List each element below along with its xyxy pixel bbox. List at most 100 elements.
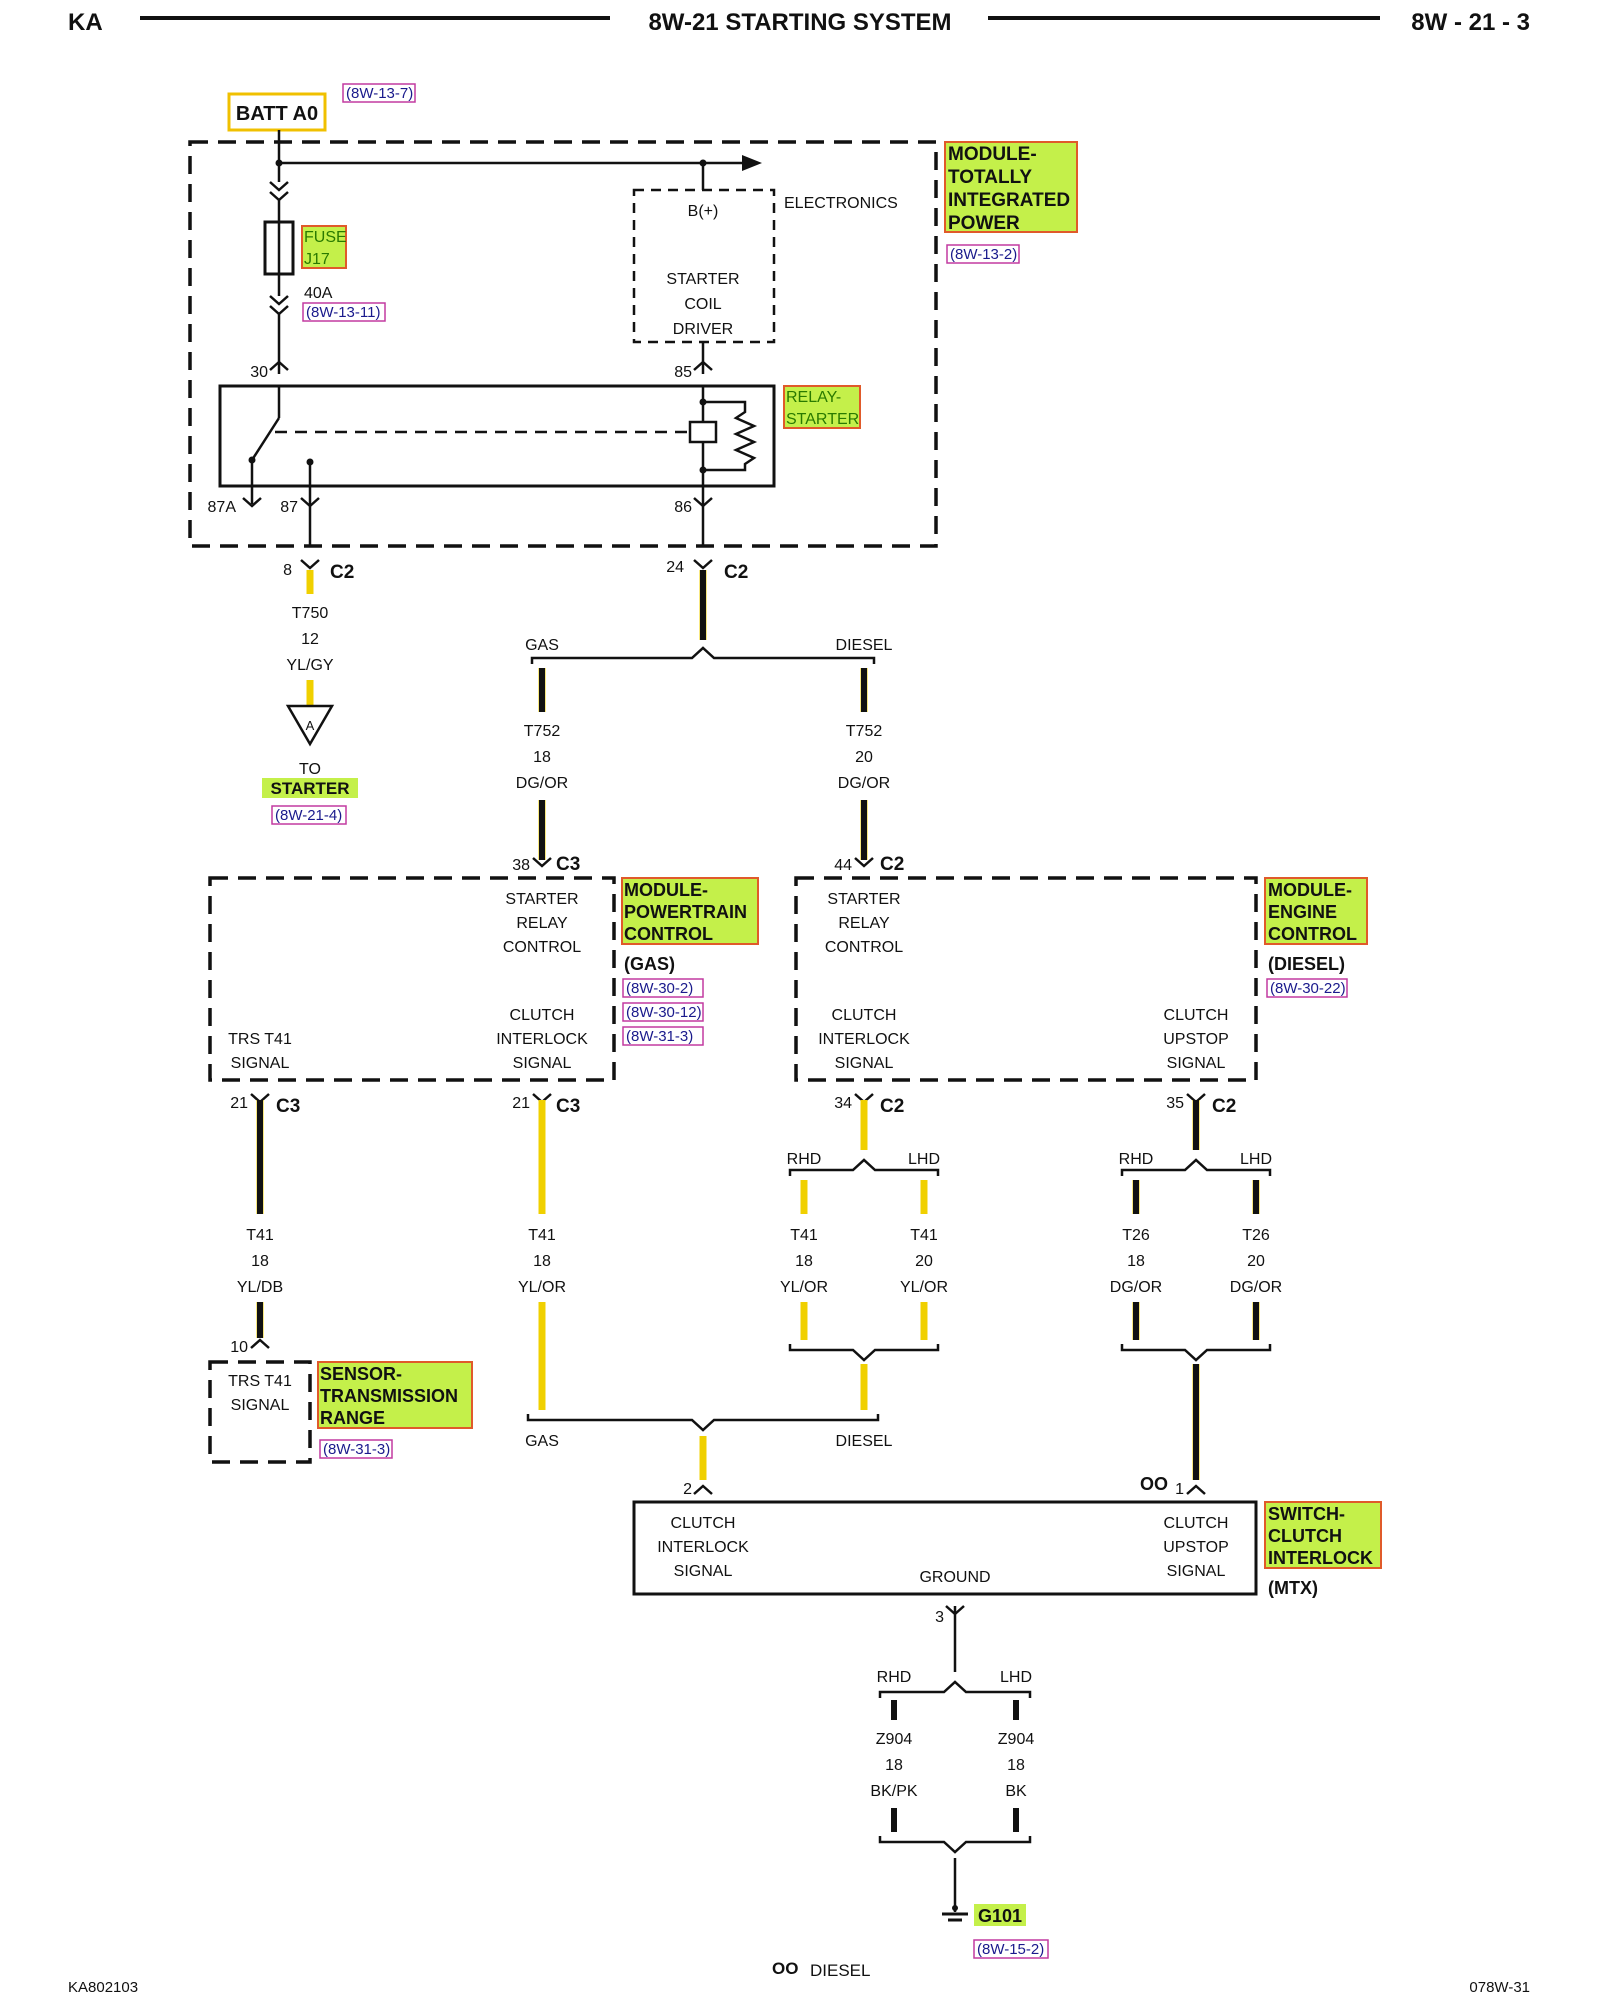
- t41-ydb-circuit: T41: [246, 1227, 274, 1244]
- pcm-pin-21b: 21: [512, 1095, 530, 1112]
- ecm-ref[interactable]: (8W-30-22): [1270, 980, 1346, 997]
- t26-lhd-gauge: 20: [1247, 1253, 1265, 1270]
- off-page-connector-icon: [285, 704, 335, 747]
- ecm-upstop-1: CLUTCH: [1164, 1007, 1229, 1024]
- tipm-name-3: INTEGRATED: [948, 190, 1070, 211]
- splice-bracket: [878, 1680, 1032, 1698]
- fuse-label: FUSE: [304, 229, 347, 246]
- t41-lhd-color: YL/OR: [900, 1279, 948, 1296]
- switch-name-3: INTERLOCK: [1268, 1548, 1373, 1568]
- t41-lhd-gauge: 20: [915, 1253, 933, 1270]
- pin-chevron-icon: [242, 497, 262, 508]
- batt-label: BATT A0: [236, 103, 318, 125]
- t752-diesel-circuit: T752: [846, 723, 883, 740]
- pcm-clutch-circuit: 21 C3 T41 18 YL/OR: [512, 1093, 580, 1410]
- relay-control-split: 24 C2 GAS DIESEL T752 18 DG/OR T752 20 D…: [516, 559, 893, 868]
- splice-bracket: [788, 1344, 940, 1362]
- ecm-upstop-2: UPSTOP: [1163, 1031, 1229, 1048]
- bplus-label: B(+): [688, 203, 719, 220]
- t41-rhd-color: YL/OR: [780, 1279, 828, 1296]
- t26-rhd-color: DG/OR: [1110, 1279, 1162, 1296]
- t752-diesel-color: DG/OR: [838, 775, 890, 792]
- starter-label: STARTER: [270, 779, 349, 798]
- ecm-clutch-1: CLUTCH: [832, 1007, 897, 1024]
- switch-pin-3: 3: [935, 1609, 944, 1626]
- pcm-pin-21a: 21: [230, 1095, 248, 1112]
- header-right: 8W - 21 - 3: [1411, 9, 1530, 36]
- t41-ydb-gauge: 18: [251, 1253, 269, 1270]
- pcm-ref-3[interactable]: (8W-31-3): [626, 1028, 693, 1045]
- ecm-upstop-circuit: 35 C2 RHD LHD T26 18 DG/OR T26 20 DG/OR: [1110, 1093, 1282, 1480]
- switch-upstop-1: CLUTCH: [1164, 1515, 1229, 1532]
- t750-circuit: T750: [292, 605, 329, 622]
- t750-color: YL/GY: [286, 657, 333, 674]
- pin-87: 87: [280, 499, 298, 516]
- splice-bracket: [530, 646, 876, 664]
- t41-gas-gauge: 18: [533, 1253, 551, 1270]
- t41-rhd-gauge: 18: [795, 1253, 813, 1270]
- driver-line-3: DRIVER: [673, 321, 733, 338]
- relay-label-1: RELAY-: [786, 389, 841, 406]
- switch-name-1: SWITCH-: [1268, 1504, 1345, 1524]
- ecm-clutch-3: SIGNAL: [835, 1055, 894, 1072]
- split35-rhd: RHD: [1119, 1151, 1154, 1168]
- merge-diesel: DIESEL: [836, 1433, 893, 1450]
- z904-rhd-circuit: Z904: [876, 1731, 913, 1748]
- pcm-ref-2[interactable]: (8W-30-12): [626, 1004, 702, 1021]
- relay-label-2: STARTER: [786, 411, 859, 428]
- tipm-name-2: TOTALLY: [948, 167, 1032, 188]
- t752-diesel-gauge: 20: [855, 749, 873, 766]
- pcm-ref-1[interactable]: (8W-30-2): [626, 980, 693, 997]
- ecm-upstop-3: SIGNAL: [1167, 1055, 1226, 1072]
- pcm-conn-38: C3: [556, 854, 580, 875]
- fuse-ref[interactable]: (8W-13-11): [306, 304, 380, 321]
- pin-chevron-icon: [532, 857, 552, 868]
- t26-lhd-color: DG/OR: [1230, 1279, 1282, 1296]
- pcm-clutch-1: CLUTCH: [510, 1007, 575, 1024]
- t41-ydb-color: YL/DB: [237, 1279, 283, 1296]
- pin-86: 86: [674, 499, 692, 516]
- ecm-relay-ctrl-3: CONTROL: [825, 939, 903, 956]
- pcm-name-1: MODULE-: [624, 880, 708, 900]
- pin-chevron-icon: [269, 360, 289, 371]
- ground-ref[interactable]: (8W-15-2): [977, 1941, 1044, 1958]
- c2-pin-24: 24: [666, 559, 684, 576]
- fuse-id: J17: [304, 251, 330, 268]
- clutch-merge: GAS DIESEL: [525, 1414, 893, 1480]
- switch-upstop-2: UPSTOP: [1163, 1539, 1229, 1556]
- ecm-name-2: ENGINE: [1268, 902, 1337, 922]
- sensor-name-2: TRANSMISSION: [320, 1386, 458, 1406]
- tipm-name-4: POWER: [948, 213, 1020, 234]
- sensor-ref[interactable]: (8W-31-3): [323, 1441, 390, 1458]
- relay-switch-icon: [250, 417, 281, 461]
- splice-bracket: [1120, 1344, 1272, 1362]
- pcm-name-3: CONTROL: [624, 924, 713, 944]
- ecm-variant: (DIESEL): [1268, 954, 1345, 974]
- t41-lhd-circuit: T41: [910, 1227, 938, 1244]
- pcm-variant: (GAS): [624, 954, 675, 974]
- electronics-label: ELECTRONICS: [784, 195, 898, 212]
- clutch-interlock-switch: 2 OO 1 CLUTCH INTERLOCK SIGNAL CLUTCH UP…: [632, 1474, 1382, 1598]
- pcm-relay-ctrl-1: STARTER: [505, 891, 578, 908]
- pin-chevron-icon: [300, 559, 320, 570]
- batt-ref[interactable]: (8W-13-7): [346, 85, 413, 102]
- switch-pin-2: 2: [683, 1481, 692, 1498]
- tipm-ref[interactable]: (8W-13-2): [950, 246, 1017, 263]
- z904-rhd-gauge: 18: [885, 1757, 903, 1774]
- z904-lhd-gauge: 18: [1007, 1757, 1025, 1774]
- sensor-label-1: TRS T41: [228, 1373, 292, 1390]
- t750-gauge: 12: [301, 631, 319, 648]
- ecm-name-1: MODULE-: [1268, 880, 1352, 900]
- ecm-pin-35: 35: [1166, 1095, 1184, 1112]
- z904-lhd-color: BK: [1005, 1783, 1027, 1800]
- split-gas: GAS: [525, 637, 559, 654]
- t26-rhd-gauge: 18: [1127, 1253, 1145, 1270]
- t26-rhd-circuit: T26: [1122, 1227, 1150, 1244]
- c2-label-8: C2: [330, 562, 354, 583]
- splice-bracket: [526, 1414, 880, 1432]
- merge-gas: GAS: [525, 1433, 559, 1450]
- pin-87a: 87A: [208, 499, 237, 516]
- connector-chevron-icon: [269, 181, 289, 202]
- starter-ref[interactable]: (8W-21-4): [275, 807, 342, 824]
- resistor-icon: [703, 400, 758, 472]
